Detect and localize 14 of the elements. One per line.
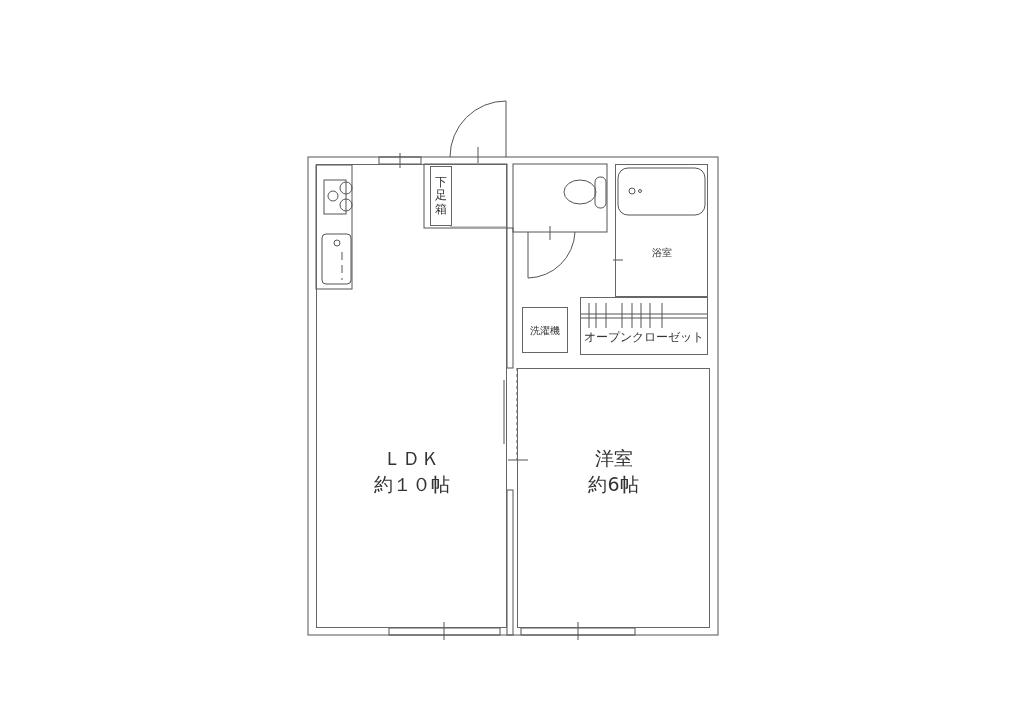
room-outline (316, 164, 507, 628)
room-name: ＬＤＫ (383, 446, 440, 471)
room-area: 約１０帖 (373, 471, 450, 497)
fixture-label: 洗濯機 (530, 323, 560, 338)
fixture-label: 下足箱 (435, 176, 447, 216)
room-name: 洋室 (594, 446, 633, 471)
room-outline (517, 368, 710, 628)
room-outline (615, 164, 708, 297)
shoe-cabinet (430, 166, 452, 226)
closet-outline (580, 297, 708, 355)
room-name: 浴室 (651, 246, 672, 260)
room-area: 約6帖 (588, 471, 639, 497)
closet-label: オープンクローゼット (584, 330, 704, 344)
washing-machine-space (522, 307, 568, 353)
